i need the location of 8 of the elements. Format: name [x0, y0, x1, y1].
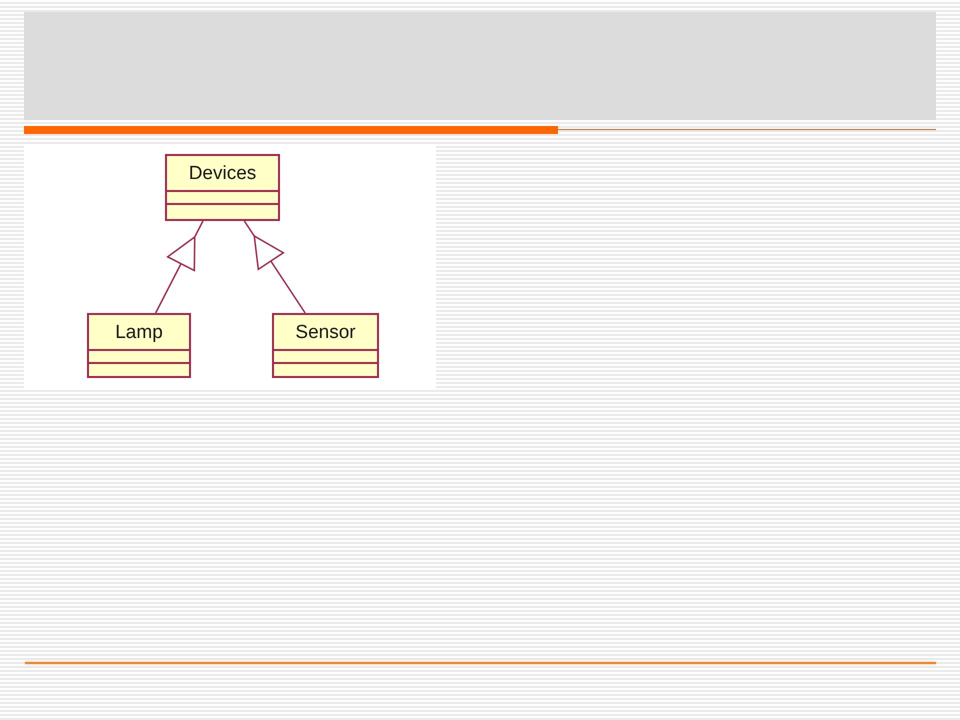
class-name: Lamp [115, 322, 163, 342]
class-box [87, 313, 191, 378]
class-box [272, 313, 379, 378]
class-name: Devices [188, 164, 256, 182]
generalization-arrow [244, 220, 306, 314]
class-name: Sensor [295, 322, 356, 342]
generalization-arrow [154, 220, 204, 314]
class-box [165, 154, 280, 221]
